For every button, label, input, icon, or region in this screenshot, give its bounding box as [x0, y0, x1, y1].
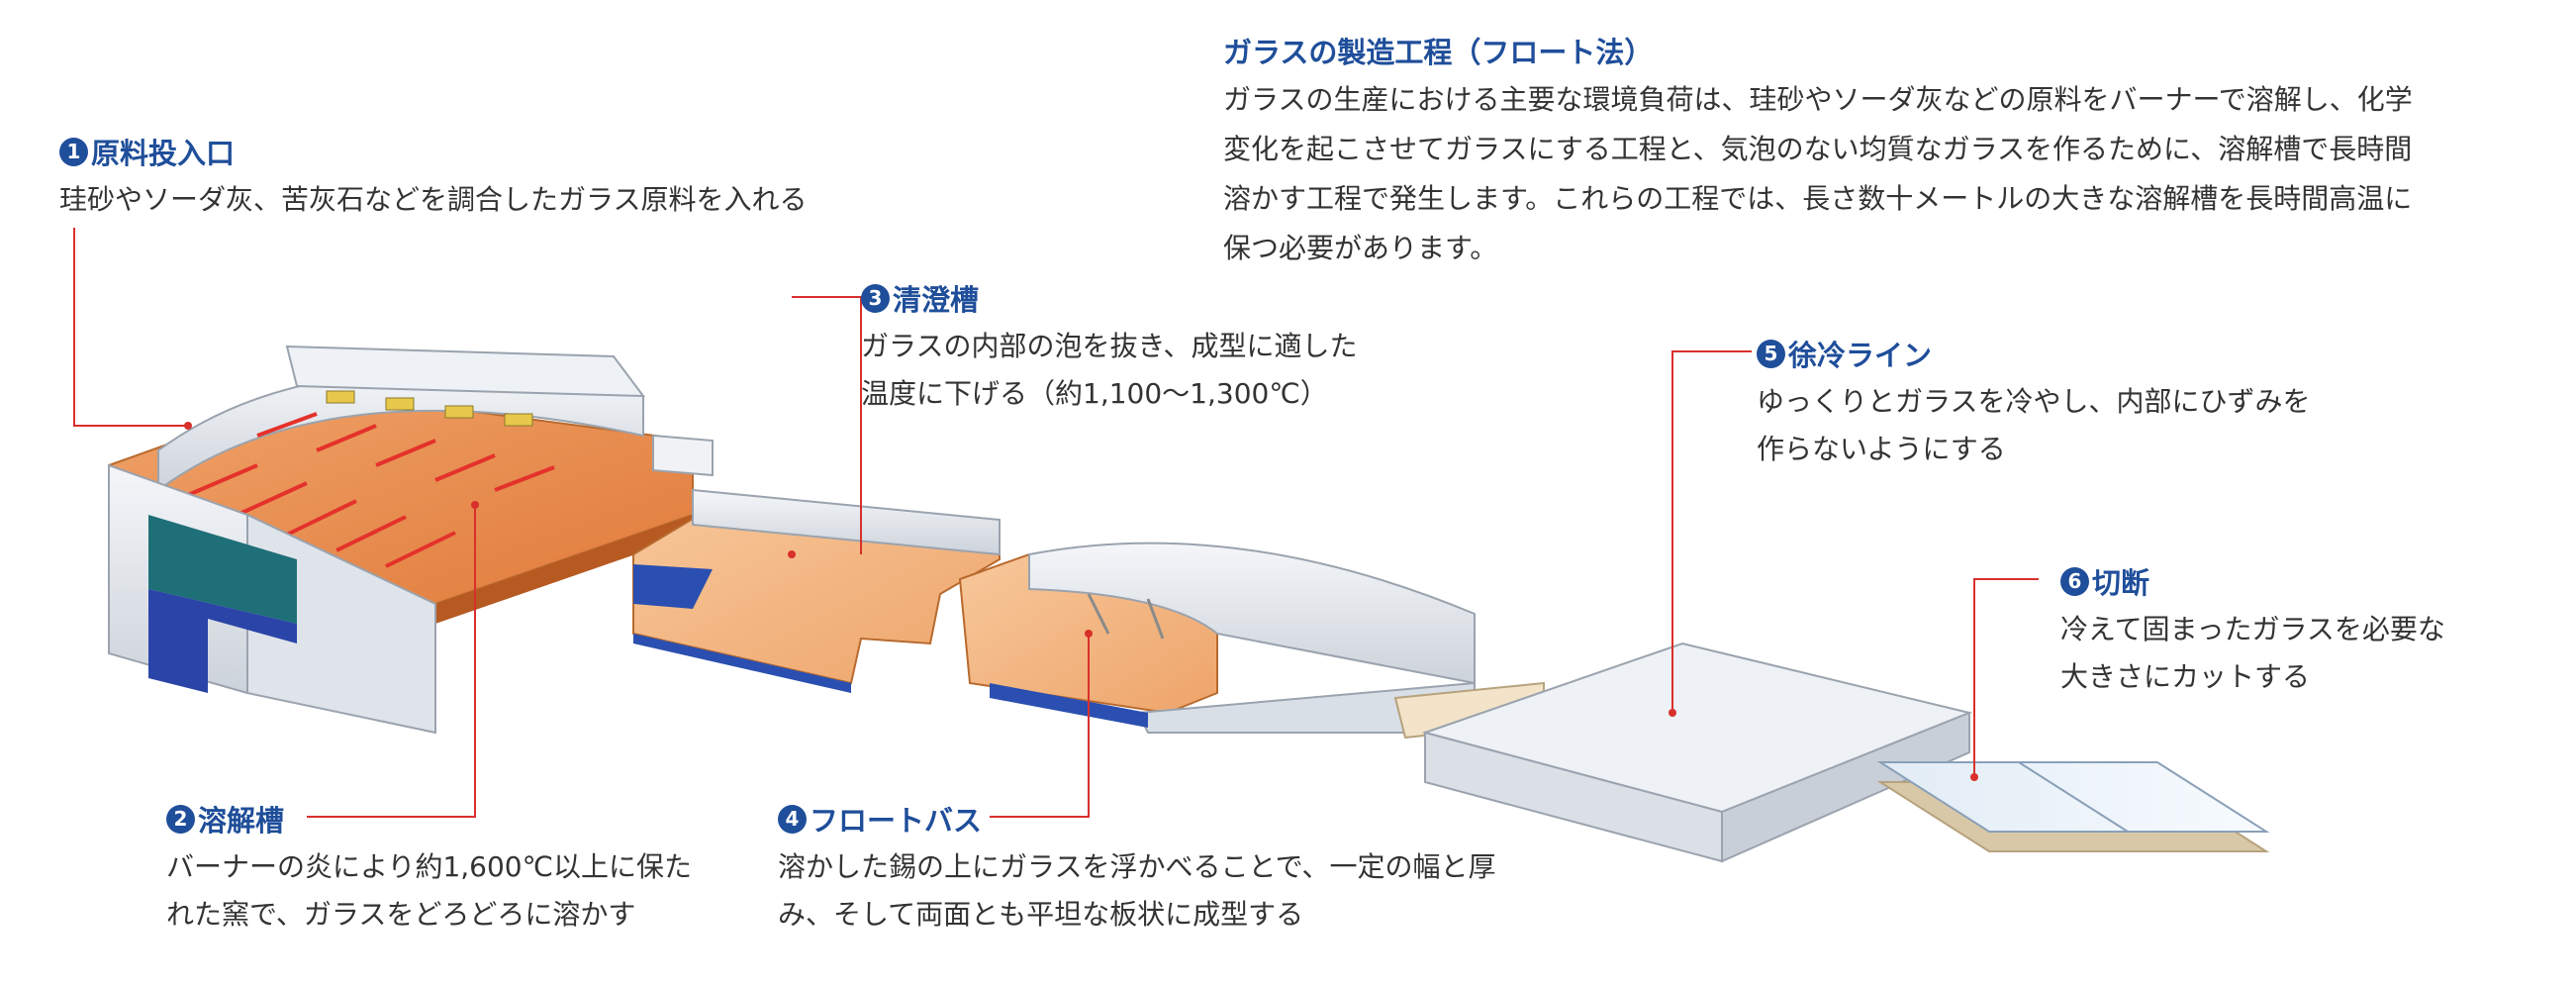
- step-description: み、そして両面とも平坦な板状に成型する: [778, 898, 1304, 931]
- float-bath: [958, 542, 1476, 734]
- step-description: 温度に下げる（約1,100〜1,300℃）: [861, 377, 1328, 410]
- leader-lines: [73, 228, 2039, 818]
- step-description: 珪砂やソーダ灰、苦灰石などを調合したガラス原料を入れる: [59, 183, 808, 216]
- intro-paragraph: ガラスの生産における主要な環境負荷は、珪砂やソーダ灰などの原料をバーナーで溶解し…: [1223, 75, 2549, 273]
- step-number-badge: 3: [861, 283, 890, 313]
- cutting-line: [1876, 761, 2270, 852]
- step-number-badge: 1: [59, 137, 88, 166]
- step-title: 原料投入口: [91, 137, 236, 170]
- step-title: 清澄槽: [893, 283, 980, 317]
- melting-furnace: [108, 345, 714, 735]
- step-number-badge: 6: [2060, 566, 2089, 596]
- burner-flames: [187, 412, 555, 568]
- step-description: ガラスの内部の泡を抜き、成型に適した: [861, 330, 1358, 362]
- step-description: 冷えて固まったガラスを必要な: [2060, 613, 2445, 645]
- annealing-lehr: [1393, 642, 1973, 863]
- intro-line: 溶かす工程で発生します。これらの工程では、長さ数十メートルの大きな溶解槽を長時間…: [1223, 182, 2413, 215]
- step-title: 切断: [2092, 566, 2150, 600]
- step-title: 徐冷ライン: [1788, 339, 1933, 372]
- step-number-badge: 2: [166, 804, 195, 834]
- step-description: 作らないようにする: [1757, 433, 2006, 465]
- page-title: ガラスの製造工程（フロート法）: [1223, 36, 1654, 69]
- intro-line: 保つ必要があります。: [1223, 232, 1498, 264]
- step-number-badge: 4: [778, 804, 807, 834]
- intro-line: 変化を起こさせてガラスにする工程と、気泡のない均質なガラスを作るために、溶解槽で…: [1223, 133, 2413, 165]
- step-description: れた窯で、ガラスをどろどろに溶かす: [166, 898, 636, 931]
- step-number-badge: 5: [1757, 339, 1785, 368]
- step-description: 大きさにカットする: [2060, 660, 2311, 693]
- refining-tank: [632, 488, 1001, 693]
- step-description: ゆっくりとガラスを冷やし、内部にひずみを: [1757, 385, 2311, 418]
- step-description: バーナーの炎により約1,600℃以上に保た: [166, 850, 693, 883]
- step-title: 溶解槽: [198, 804, 285, 838]
- step-title: フロートバス: [810, 804, 983, 838]
- intro-line: ガラスの生産における主要な環境負荷は、珪砂やソーダ灰などの原料をバーナーで溶解し…: [1223, 83, 2413, 116]
- step-description: 溶かした錫の上にガラスを浮かべることで、一定の幅と厚: [778, 850, 1496, 883]
